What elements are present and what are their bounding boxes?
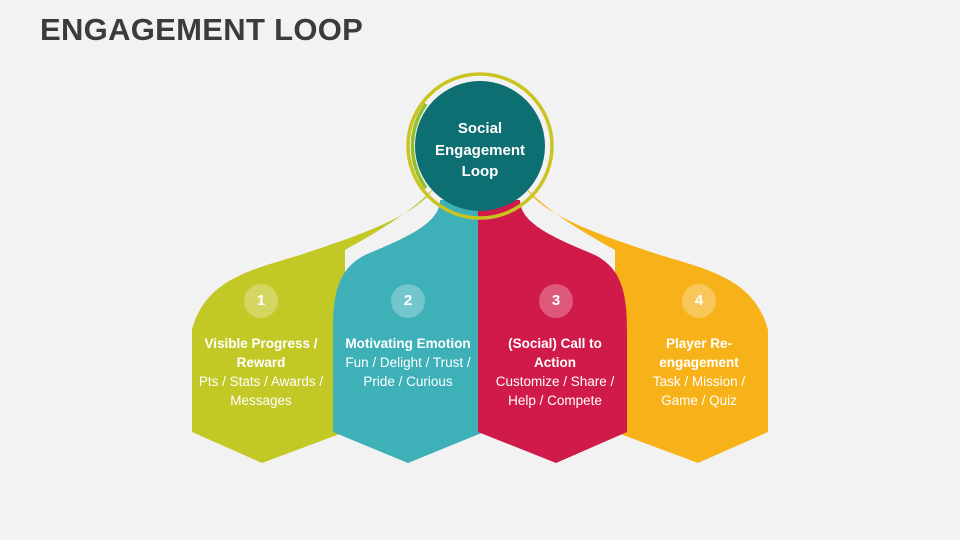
step-4-number: 4 (682, 284, 716, 318)
step-2-detail: Fun / Delight / Trust / Pride / Curious (345, 355, 471, 389)
hub-circle (415, 81, 545, 211)
step-3-text: (Social) Call to Action Customize / Shar… (490, 334, 620, 410)
page-title: ENGAGEMENT LOOP (40, 12, 364, 47)
step-4-heading: Player Re-engagement (659, 336, 739, 370)
step-3-heading: (Social) Call to Action (508, 336, 602, 370)
step-1-detail: Pts / Stats / Awards / Messages (198, 374, 324, 408)
step-4-text: Player Re-engagement Task / Mission / Ga… (634, 334, 764, 410)
step-3-number: 3 (539, 284, 573, 318)
step-4-shape (524, 185, 768, 463)
hub-ring-accent (410, 102, 428, 190)
hub-label-line-3: Loop (461, 163, 499, 180)
step-1-number: 1 (244, 284, 278, 318)
step-3-detail: Customize / Share / Help / Compete (495, 374, 615, 408)
step-4-detail: Task / Mission / Game / Quiz (652, 374, 746, 408)
step-3-shape (478, 200, 627, 463)
hub-label-line-1: Social (457, 120, 503, 137)
step-2-heading: Motivating Emotion (345, 336, 471, 351)
hub-label-line-2: Engagement (434, 141, 525, 159)
hub-label: Social Engagement Loop (414, 118, 546, 183)
step-2-text: Motivating Emotion Fun / Delight / Trust… (343, 334, 473, 391)
step-1-heading: Visible Progress / Reward (204, 336, 318, 370)
step-1-text: Visible Progress / Reward Pts / Stats / … (196, 334, 326, 410)
step-1-shape (192, 185, 436, 463)
step-2-number: 2 (391, 284, 425, 318)
step-2-shape (333, 200, 484, 463)
hub-ring (406, 72, 554, 220)
